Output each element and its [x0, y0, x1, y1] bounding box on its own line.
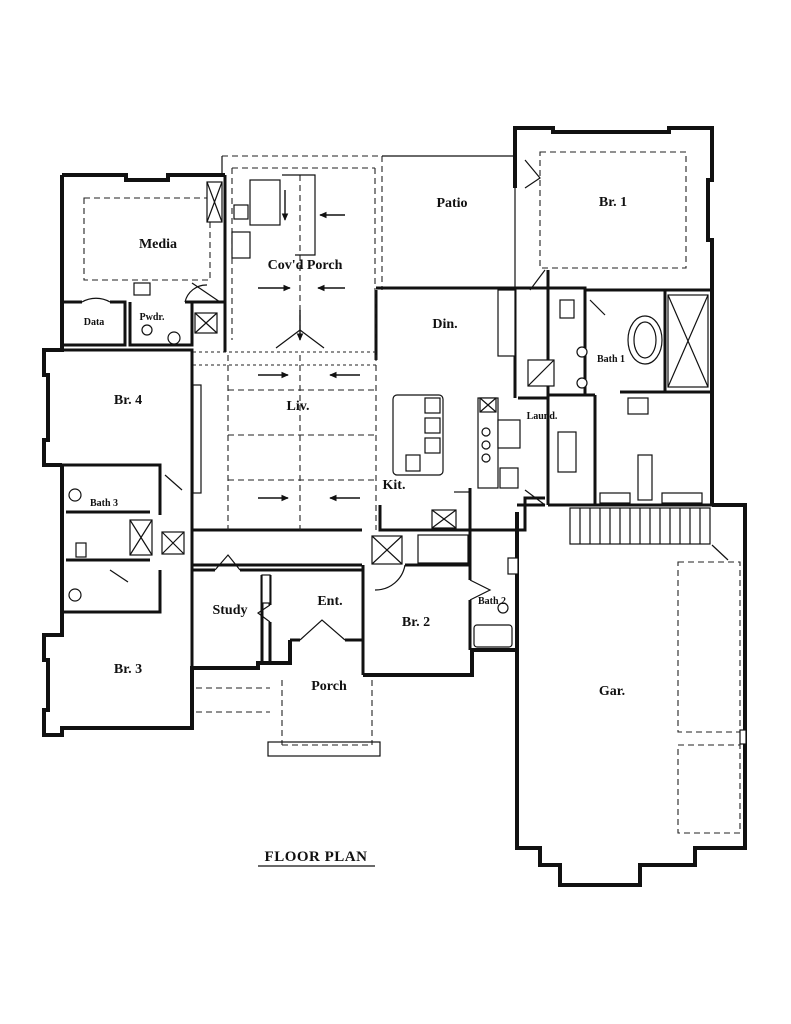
- room-label-pwdr: Pwdr.: [140, 312, 165, 323]
- room-label-bath3: Bath 3: [90, 498, 118, 509]
- room-label-bath1: Bath 1: [597, 354, 625, 365]
- fixtures: [68, 174, 747, 745]
- room-label-patio: Patio: [436, 196, 467, 211]
- room-label-br3: Br. 3: [114, 662, 142, 677]
- room-label-din: Din.: [432, 317, 457, 332]
- room-label-covd-porch: Cov'd Porch: [268, 258, 343, 273]
- room-label-ent: Ent.: [317, 594, 342, 609]
- room-label-media: Media: [139, 237, 177, 252]
- room-label-bath2: Bath 2: [478, 596, 506, 607]
- room-label-br1: Br. 1: [599, 195, 627, 210]
- room-label-br4: Br. 4: [114, 393, 142, 408]
- stair: [569, 507, 711, 545]
- room-label-liv: Liv.: [287, 399, 310, 414]
- plan-title: FLOOR PLAN: [265, 849, 368, 865]
- room-label-br2: Br. 2: [402, 615, 430, 630]
- room-label-porch: Porch: [311, 679, 347, 694]
- direction-arrows: [258, 190, 360, 502]
- room-label-data: Data: [84, 317, 105, 328]
- doors: [81, 159, 729, 641]
- interior-walls: [62, 270, 712, 728]
- dashed-ceiling-lines: [83, 151, 741, 834]
- room-label-laund: Laund.: [527, 411, 558, 422]
- room-labels: Media Cov'd Porch Patio Br. 1 Data Pwdr.…: [84, 195, 627, 699]
- room-label-study: Study: [212, 603, 247, 618]
- room-label-gar: Gar.: [599, 684, 625, 699]
- room-label-kit: Kit.: [383, 478, 406, 493]
